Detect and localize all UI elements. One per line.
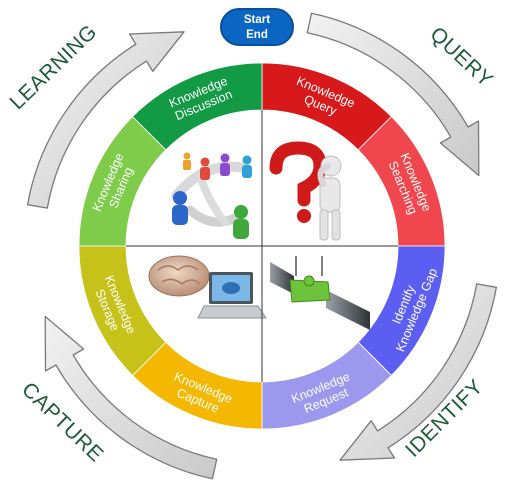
cycle-arrow-2 (339, 283, 498, 461)
start-end-button[interactable]: Start End (220, 8, 294, 46)
end-label: End (246, 29, 268, 41)
inner-disk (126, 110, 398, 382)
segment-ring (78, 62, 446, 430)
cycle-arrow-1 (306, 12, 480, 177)
cycle-arrow-3 (44, 315, 218, 480)
cycle-arrows (26, 12, 498, 480)
segment-knowledge-discussion (132, 62, 263, 151)
cycle-arrow-4 (26, 31, 185, 209)
puzzle-bridge-icon (270, 256, 370, 330)
question-mark-person-icon (269, 141, 342, 241)
start-label: Start (243, 14, 271, 26)
phase-label-query: QUERY (426, 23, 498, 92)
people-network-icon (171, 152, 252, 239)
brain-laptop-icon (148, 255, 267, 319)
